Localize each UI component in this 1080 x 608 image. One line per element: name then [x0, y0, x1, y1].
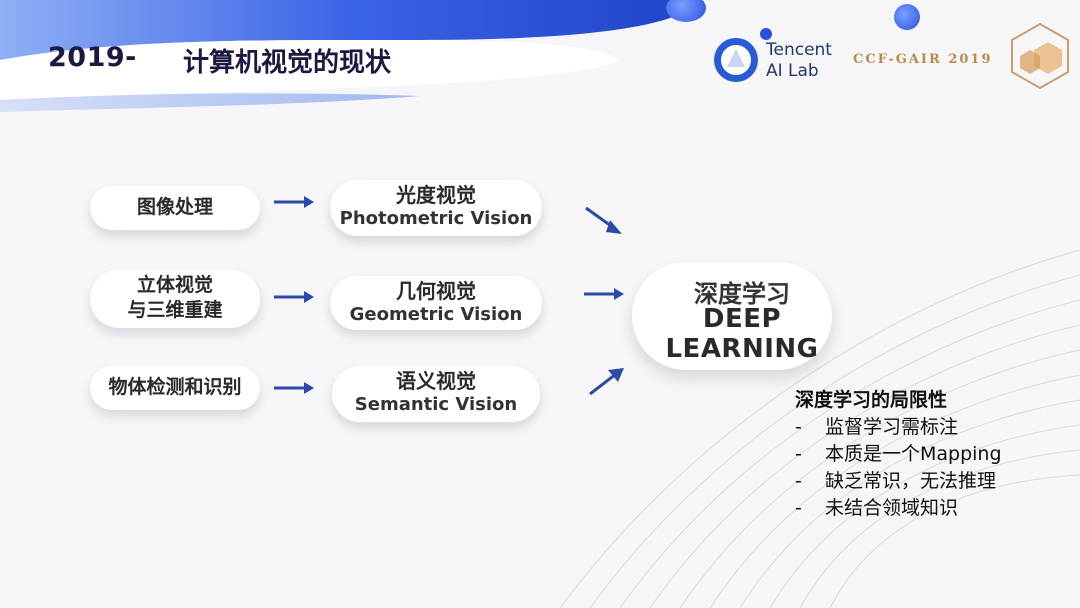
pill-label: 物体检测和识别	[108, 376, 242, 398]
tencent-ai-lab-logo-icon	[714, 38, 758, 82]
deep-learning-badge	[632, 262, 832, 370]
deep-learning-en: DEEP LEARNING	[665, 304, 819, 364]
bullet-dash: -	[795, 443, 802, 465]
bullet-dash: -	[795, 497, 802, 519]
arrow-right-icon	[274, 196, 314, 208]
pill-label-en: Photometric Vision	[339, 208, 533, 229]
pill-geometric-vision: 几何视觉 Geometric Vision	[330, 276, 542, 330]
arrow-diagonal-down-icon	[585, 206, 622, 234]
list-item-text: 本质是一个Mapping	[825, 443, 1002, 465]
pill-image-processing: 图像处理	[90, 186, 260, 230]
arrow-right-icon	[274, 382, 314, 394]
list-item: - 未结合领域知识	[795, 495, 1002, 522]
bullet-dash: -	[795, 470, 802, 492]
pill-stereo-vision: 立体视觉 与三维重建	[90, 270, 260, 328]
bullet-dash: -	[795, 416, 802, 438]
hexagon-logo-icon	[1011, 22, 1069, 90]
logo-line-1: Tencent	[766, 40, 832, 60]
arrow-right-icon	[274, 291, 314, 303]
list-item-text: 缺乏常识，无法推理	[825, 470, 997, 492]
decor-dot-small	[760, 28, 772, 40]
tencent-ai-lab-logo-text: Tencent AI Lab	[766, 40, 832, 82]
pill-label-cn: 语义视觉	[396, 369, 476, 393]
pill-label-en: Geometric Vision	[349, 304, 523, 325]
pill-label-cn: 几何视觉	[396, 279, 476, 303]
title-year: 2019-	[48, 42, 137, 73]
pill-photometric-vision: 光度视觉 Photometric Vision	[330, 180, 542, 236]
decor-dot-right	[894, 4, 920, 30]
limitations-items: - 监督学习需标注 - 本质是一个Mapping - 缺乏常识，无法推理 - 未结合领域…	[795, 414, 1002, 522]
pill-label-cn: 光度视觉	[396, 183, 476, 207]
logo-line-2: AI Lab	[766, 61, 819, 81]
decor-dot-large	[666, 0, 706, 22]
pill-object-detection: 物体检测和识别	[90, 366, 260, 410]
pill-label: 图像处理	[136, 196, 213, 218]
limitations-heading: 深度学习的局限性	[795, 389, 948, 411]
list-item: - 本质是一个Mapping	[795, 441, 1002, 468]
page-title: 计算机视觉的现状	[183, 48, 392, 78]
header-swoosh	[0, 0, 700, 112]
arrow-diagonal-up-icon	[589, 368, 624, 396]
pill-semantic-vision: 语义视觉 Semantic Vision	[332, 366, 540, 422]
pill-label-en: Semantic Vision	[354, 394, 518, 415]
list-item-text: 未结合领域知识	[825, 497, 959, 519]
arrow-right-icon	[584, 288, 624, 300]
list-item: - 监督学习需标注	[795, 414, 1002, 441]
pill-label-line2: 与三维重建	[127, 299, 223, 321]
deep-learning-cn: 深度学习	[694, 280, 790, 308]
pill-label-line1: 立体视觉	[136, 274, 213, 296]
list-item: - 缺乏常识，无法推理	[795, 468, 1002, 495]
limitations-list: 深度学习的局限性 - 监督学习需标注 - 本质是一个Mapping - 缺乏常识，无法…	[795, 386, 1002, 522]
event-logo-text: CCF-GAIR 2019	[853, 52, 993, 67]
list-item-text: 监督学习需标注	[825, 416, 959, 438]
